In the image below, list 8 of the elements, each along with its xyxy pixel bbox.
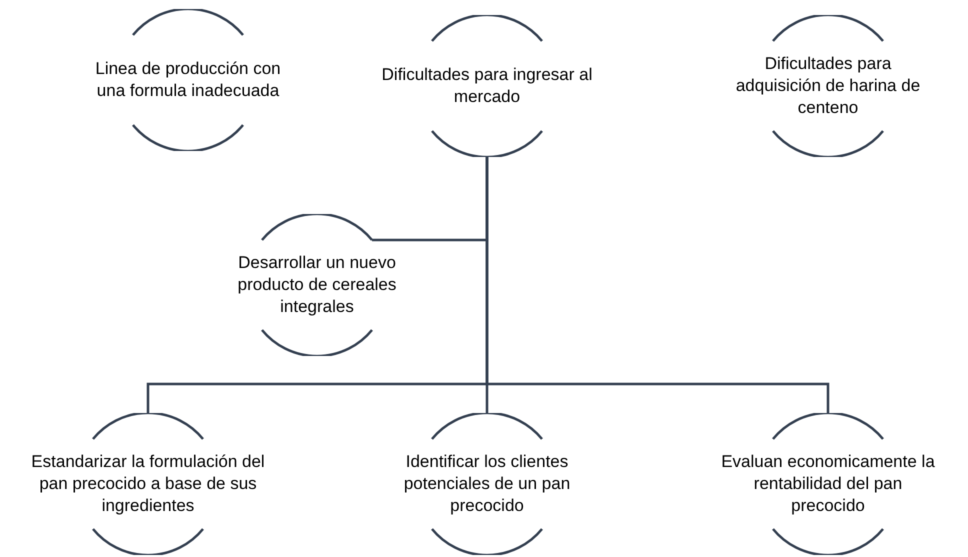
- node-text: Estandarizar la formulación del pan precocido a base de sus ingredientes: [30, 451, 266, 517]
- node-text: Desarrollar un nuevo producto de cereales integrales: [236, 252, 398, 318]
- node-text: Dificultades para ingresar al mercado: [380, 64, 594, 108]
- node-text: Identificar los clientes potenciales de un pan precocido: [402, 451, 572, 517]
- node-text: Linea de producción con una formula inadecuada: [94, 58, 282, 102]
- connector-line: [486, 157, 830, 413]
- node-text: Dificultades para adquisición de harina de centeno: [734, 53, 922, 119]
- node-text: Evaluan economicamente la rentabilidad del pan precocido: [720, 451, 936, 517]
